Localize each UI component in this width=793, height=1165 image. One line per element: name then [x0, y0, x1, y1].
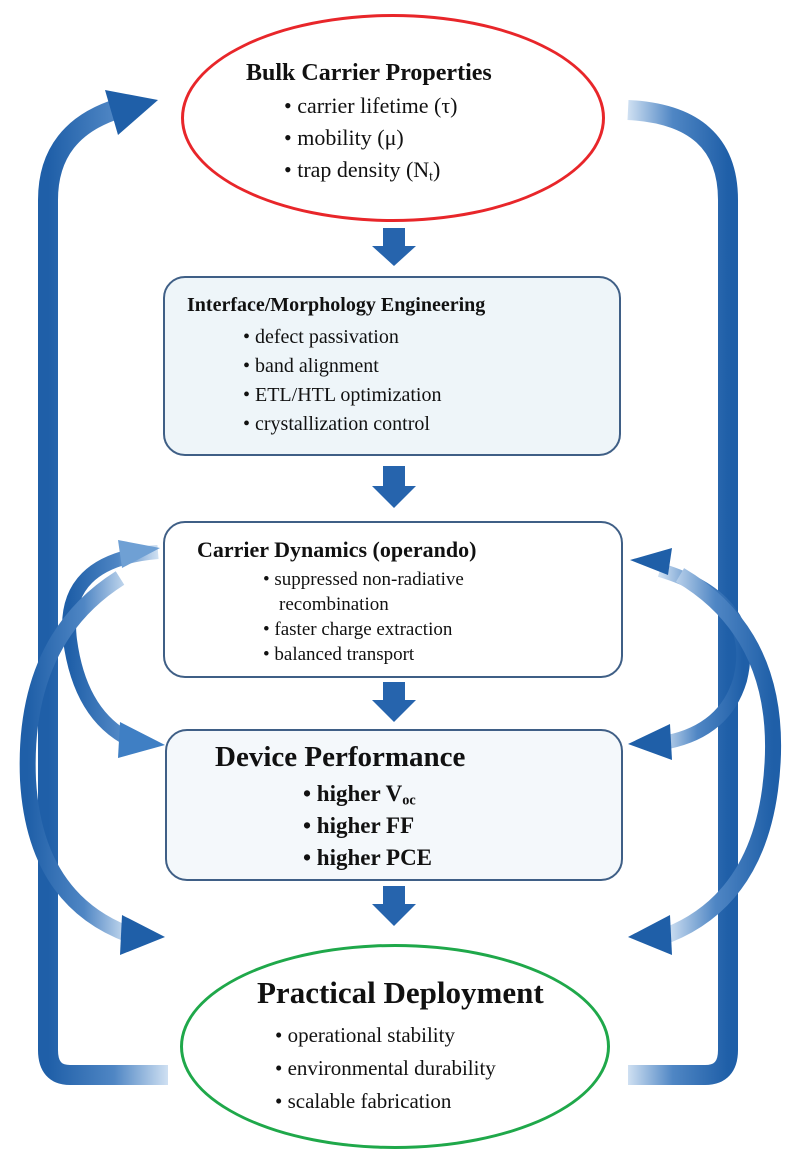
- right-loop-arrow: [627, 100, 738, 1085]
- device-performance-node: Device Performance • higher Voc • higher…: [165, 729, 623, 881]
- left-inner-arrow-1: [62, 545, 159, 747]
- down-arrow-3: [372, 682, 416, 722]
- left-loop-arrow: [38, 98, 168, 1085]
- left-loop-arrowhead: [105, 90, 158, 135]
- down-arrow-2: [372, 466, 416, 508]
- carrier-title: Carrier Dynamics (operando): [197, 537, 477, 562]
- down-arrow-1: [372, 228, 416, 266]
- carrier-item-transport: • balanced transport: [263, 644, 415, 665]
- interface-item-etl: • ETL/HTL optimization: [243, 384, 442, 406]
- left-inner-arrowhead-2: [120, 915, 165, 955]
- bulk-title: Bulk Carrier Properties: [246, 60, 492, 86]
- bulk-item-trap: • trap density (Nt): [284, 157, 441, 184]
- deploy-title: Practical Deployment: [257, 975, 544, 1010]
- device-title: Device Performance: [215, 741, 466, 773]
- deploy-item-durability: • environmental durability: [275, 1056, 496, 1080]
- left-inner-arrowhead-3: [118, 540, 160, 568]
- deploy-item-stability: • operational stability: [275, 1023, 455, 1047]
- carrier-dynamics-node: Carrier Dynamics (operando) • suppressed…: [163, 521, 623, 678]
- interface-engineering-node: Interface/Morphology Engineering • defec…: [163, 276, 621, 456]
- practical-deployment-node: Practical Deployment • operational stabi…: [180, 944, 610, 1149]
- interface-item-passivation: • defect passivation: [243, 326, 399, 348]
- bulk-item-lifetime: • carrier lifetime (τ): [284, 93, 458, 118]
- carrier-item-extraction: • faster charge extraction: [263, 619, 453, 640]
- interface-item-crystal: • crystallization control: [243, 413, 430, 435]
- right-inner-arrow-2: [664, 568, 782, 943]
- device-item-ff: • higher FF: [303, 813, 415, 838]
- left-inner-arrowhead-1: [118, 722, 165, 758]
- device-item-voc: • higher Voc: [303, 781, 416, 809]
- deploy-item-fabrication: • scalable fabrication: [275, 1089, 452, 1113]
- down-arrow-4: [372, 886, 416, 926]
- interface-title: Interface/Morphology Engineering: [187, 294, 486, 316]
- right-inner-arrowhead-2: [628, 915, 672, 955]
- bulk-item-mobility: • mobility (μ): [284, 125, 404, 150]
- right-inner-arrowhead-1: [628, 724, 672, 760]
- right-inner-arrowhead-3: [630, 548, 672, 575]
- left-inner-arrow-2: [19, 571, 133, 943]
- device-item-pce: • higher PCE: [303, 845, 433, 870]
- bulk-carrier-node: Bulk Carrier Properties • carrier lifeti…: [181, 14, 605, 222]
- carrier-item-recombination: recombination: [279, 594, 389, 615]
- interface-item-band: • band alignment: [243, 355, 379, 377]
- carrier-item-suppressed: • suppressed non-radiative: [263, 569, 464, 590]
